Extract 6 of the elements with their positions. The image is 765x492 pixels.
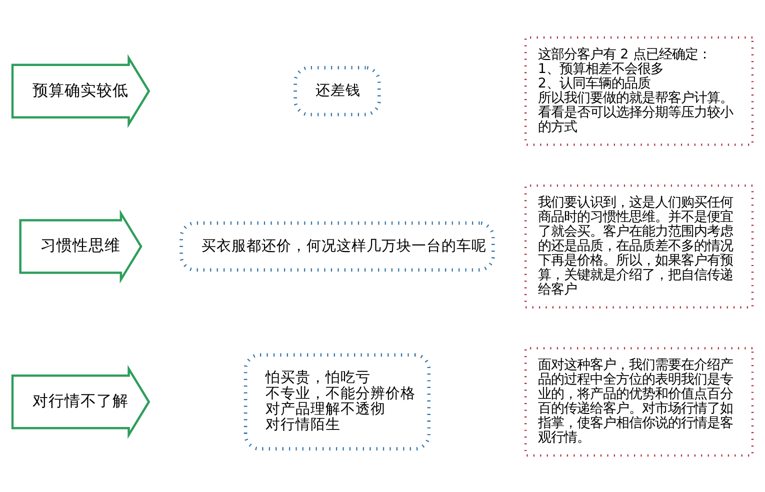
node-box: 买衣服都还价，何况这样几万块一台的车呢 bbox=[180, 220, 495, 272]
node-box: 还差钱 bbox=[294, 65, 381, 116]
node-box: 怕买贵，怕吃亏 不专业，不能分辨价格 对产品理解不透彻 对行情陌生 bbox=[244, 352, 431, 450]
node-box: 我们要认识到，这是人们购买任何商品时的习惯性思维。并不是便宜了就会买。客户在能力范围内考虑的还是品质，在品质差不多的情况下再是价格。所以，如果客户有预算，关键就是介绍了，把自信传递给客户 bbox=[524, 184, 754, 308]
node-box: 面对这种客户，我们需要在介绍产品的过程中全方位的表明我们是专业的，将产品的优势和价值点百分百的传递给客户。对市场行情了如指掌，使客户相信你说的行情是客观行情。 bbox=[524, 346, 754, 456]
node-box: 这部分客户有 2 点已经确定： 1、预算相差不会很多 2、认同车辆的品质 所以我们要做的就是帮客户计算。看看是否可以选择分期等压力较小的方式 bbox=[524, 36, 754, 146]
